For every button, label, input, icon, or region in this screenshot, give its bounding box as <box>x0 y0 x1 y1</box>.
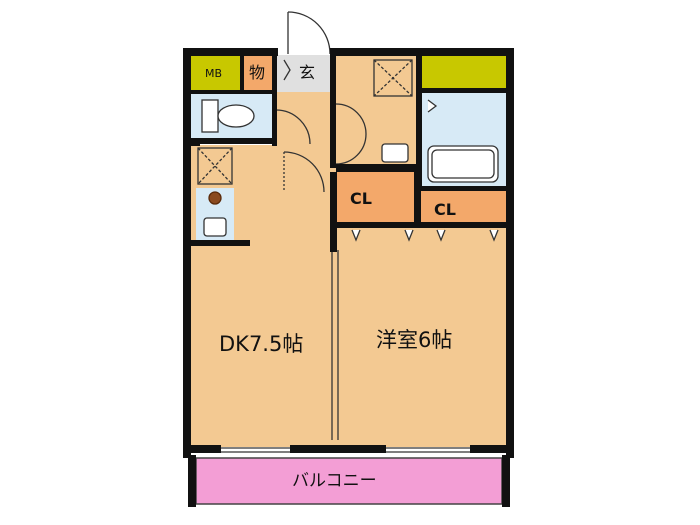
fridge-space <box>197 147 233 185</box>
wall-bath-bottom <box>421 186 506 191</box>
wall-left <box>183 48 191 458</box>
closet-1-label: CL <box>350 189 372 208</box>
wall-entrance-left <box>272 48 277 146</box>
washbasin <box>381 143 409 163</box>
bathroom-top-box <box>421 55 506 92</box>
closet-1 <box>336 172 416 225</box>
stove-burner <box>208 191 222 205</box>
hall-floor <box>276 90 336 290</box>
wall-bottom-right <box>470 445 514 453</box>
wall-washroom-bottom <box>336 164 421 172</box>
washer-space <box>373 59 413 97</box>
wall-closet-bottom <box>336 222 506 228</box>
wall-mb-storage <box>240 55 244 92</box>
wall-toilet-top <box>190 90 276 94</box>
closet-door-marks <box>351 229 499 242</box>
balcony-post-left <box>188 455 196 507</box>
toilet-tank <box>201 99 219 133</box>
entrance-door-swing <box>287 11 331 55</box>
western-room-floor <box>336 225 506 447</box>
storage-label: 物 <box>249 63 266 82</box>
wall-top-left <box>183 48 278 56</box>
mb-label: MB <box>205 67 223 80</box>
balcony <box>188 455 510 507</box>
wall-right <box>506 48 514 458</box>
toilet-bowl <box>217 104 255 128</box>
wall-bottom-mid <box>290 445 386 453</box>
floor-areas <box>190 55 506 447</box>
washroom-door-swing <box>335 103 367 165</box>
entrance-floor <box>276 55 336 92</box>
closet-2 <box>421 190 506 225</box>
wall-bath-top <box>421 88 506 93</box>
wall-closet-divider <box>414 172 421 225</box>
entrance-label: 玄 <box>299 63 316 82</box>
toilet-door-swing <box>275 109 311 145</box>
wall-washroom-right <box>416 55 422 190</box>
mb-box <box>190 55 244 92</box>
storage-room <box>244 55 274 92</box>
wall-entrance-right <box>330 48 336 168</box>
western-room-label: 洋室6帖 <box>376 328 453 352</box>
walls <box>183 48 514 458</box>
fixtures <box>197 11 499 453</box>
dk-label: DK7.5帖 <box>219 332 304 356</box>
wall-dk-top <box>190 140 200 146</box>
balcony-label: バルコニー <box>292 471 377 491</box>
closet-2-label: CL <box>434 200 456 219</box>
balcony-post-right <box>502 455 510 507</box>
sink <box>203 217 227 237</box>
wall-kitchen-stub <box>190 240 250 246</box>
bathtub <box>427 145 499 183</box>
entrance-divider <box>283 59 291 81</box>
wall-toilet-bottom <box>190 138 276 144</box>
hall-door-swing <box>283 151 325 193</box>
wall-dk-western <box>330 172 337 252</box>
wall-top-right <box>330 48 514 56</box>
wall-bottom-left <box>183 445 221 453</box>
